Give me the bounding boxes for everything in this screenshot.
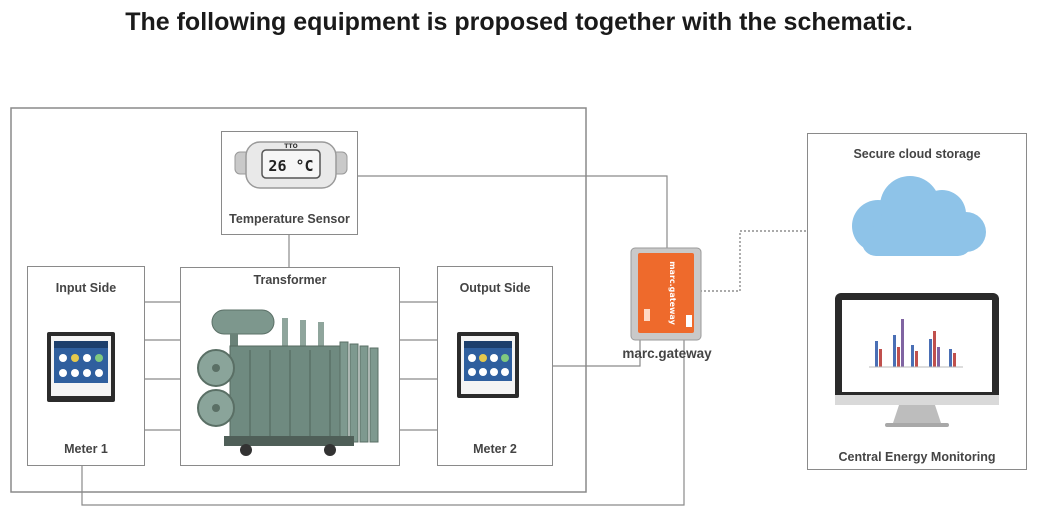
transformer-label: Transformer <box>253 273 327 287</box>
meter-1-label: Meter 1 <box>64 442 108 456</box>
sensor-brand: TTO <box>284 143 297 150</box>
central-energy-monitoring-label: Central Energy Monitoring <box>838 450 996 464</box>
page-title: The following equipment is proposed toge… <box>125 8 913 36</box>
temperature-sensor-label: Temperature Sensor <box>229 212 350 226</box>
transformer-icon <box>197 309 379 456</box>
meter-2-icon <box>457 332 519 398</box>
cloud-icon <box>852 176 986 256</box>
cloud-storage-label: Secure cloud storage <box>853 147 981 161</box>
input-side-label: Input Side <box>55 281 117 295</box>
svg-text:marc.gateway: marc.gateway <box>668 261 677 325</box>
gateway-icon: marc.gateway <box>630 247 702 341</box>
gateway-label: marc.gateway <box>622 346 712 361</box>
monitor-icon <box>835 293 999 427</box>
sensor-display-value: 26 °C <box>268 157 313 175</box>
output-side-label: Output Side <box>459 281 531 295</box>
meter-1-icon <box>47 332 115 402</box>
temperature-sensor-icon: 26 °C TTO <box>234 141 348 189</box>
meter-2-label: Meter 2 <box>473 442 517 456</box>
